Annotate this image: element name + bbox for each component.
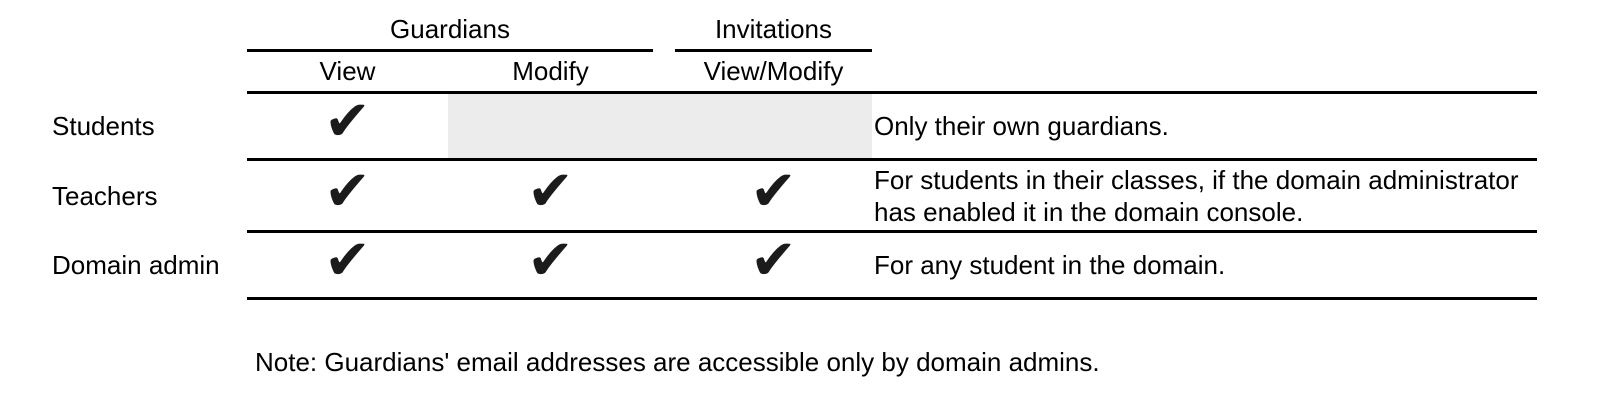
cell-teachers-modify: ✔ bbox=[448, 161, 653, 230]
column-header-view-modify: View/Modify bbox=[703, 56, 844, 86]
row-label-domain-admin: Domain admin bbox=[52, 250, 220, 280]
check-icon: ✔ bbox=[750, 228, 797, 293]
cell-teachers-view: ✔ bbox=[247, 161, 448, 230]
cell-domain-admin-view-modify: ✔ bbox=[675, 233, 872, 297]
guardians-underline bbox=[247, 49, 653, 52]
cell-students-view: ✔ bbox=[247, 94, 448, 158]
group-header-guardians: Guardians bbox=[390, 14, 510, 44]
cell-teachers-view-modify: ✔ bbox=[675, 161, 872, 230]
group-header-invitations: Invitations bbox=[714, 14, 833, 44]
row-label-students: Students bbox=[52, 111, 155, 141]
row-label-teachers: Teachers bbox=[52, 180, 158, 211]
cell-domain-admin-view: ✔ bbox=[247, 233, 448, 297]
check-icon: ✔ bbox=[527, 228, 574, 293]
check-icon: ✔ bbox=[750, 158, 797, 224]
check-icon: ✔ bbox=[324, 89, 371, 154]
note-teachers: For students in their classes, if the do… bbox=[874, 164, 1519, 227]
invitations-underline bbox=[675, 49, 872, 52]
cell-domain-admin-modify: ✔ bbox=[448, 233, 653, 297]
column-header-modify: Modify bbox=[512, 56, 589, 86]
check-icon: ✔ bbox=[527, 158, 574, 224]
check-icon: ✔ bbox=[324, 158, 371, 224]
check-icon: ✔ bbox=[324, 228, 371, 293]
note-domain-admin: For any student in the domain. bbox=[874, 250, 1226, 280]
table-bottom-rule bbox=[247, 297, 1537, 300]
row-divider bbox=[247, 230, 1537, 233]
header-rule bbox=[247, 91, 1537, 94]
column-header-view: View bbox=[319, 56, 376, 86]
footnote: Note: Guardians' email addresses are acc… bbox=[255, 347, 1100, 377]
note-students: Only their own guardians. bbox=[874, 111, 1169, 141]
students-disabled-cells-shade bbox=[448, 94, 872, 158]
row-divider bbox=[247, 158, 1537, 161]
